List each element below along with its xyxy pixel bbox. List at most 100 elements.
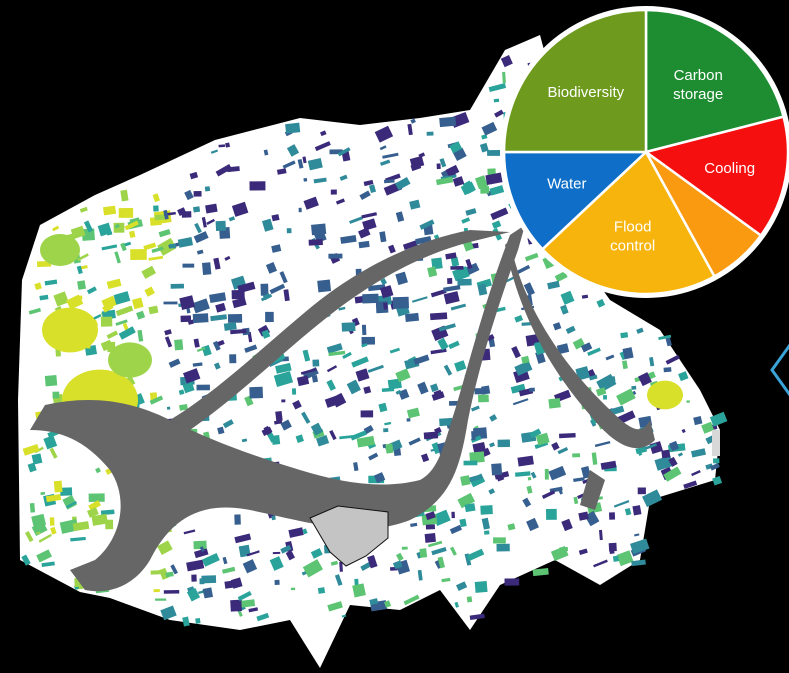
land-patch <box>136 310 146 320</box>
land-patch <box>560 290 575 305</box>
land-patch <box>489 414 498 422</box>
land-patch <box>480 186 490 194</box>
land-patch <box>493 98 500 103</box>
land-patch <box>358 240 370 249</box>
land-patch <box>361 343 368 348</box>
land-patch <box>301 411 311 424</box>
land-patch <box>362 218 377 231</box>
land-patch <box>473 427 488 440</box>
land-patch <box>351 356 369 368</box>
land-patch <box>326 379 336 391</box>
land-patch <box>410 162 422 172</box>
land-patch <box>106 278 122 289</box>
land-patch <box>272 551 281 555</box>
land-patch <box>591 452 598 465</box>
land-patch <box>395 389 402 395</box>
land-patch <box>457 492 476 509</box>
land-patch <box>551 442 560 451</box>
land-patch <box>205 203 218 214</box>
land-patch <box>320 130 327 137</box>
land-patch <box>317 587 326 594</box>
land-patch <box>165 571 174 578</box>
land-patch <box>504 578 520 586</box>
land-patch <box>466 548 485 562</box>
land-patch <box>613 500 630 508</box>
land-patch <box>174 339 184 351</box>
land-patch <box>430 288 447 298</box>
land-patch <box>196 347 206 353</box>
land-patch <box>383 428 389 433</box>
land-patch <box>512 398 529 406</box>
land-patch <box>580 342 593 353</box>
land-patch <box>214 362 221 370</box>
land-patch <box>280 419 292 431</box>
land-patch <box>683 480 698 490</box>
land-patch <box>218 144 226 148</box>
land-patch <box>522 497 532 508</box>
land-patch <box>514 314 524 323</box>
land-patch <box>179 404 188 411</box>
land-patch <box>44 279 58 286</box>
land-patch <box>431 442 442 455</box>
land-patch <box>622 347 634 360</box>
land-patch <box>153 205 159 212</box>
land-patch <box>192 362 203 367</box>
land-patch <box>158 228 171 238</box>
land-patch <box>232 297 247 309</box>
land-patch <box>189 171 199 180</box>
land-patch <box>464 503 476 513</box>
land-patch <box>210 149 219 154</box>
land-patch <box>53 480 63 493</box>
land-patch <box>457 278 472 286</box>
land-patch <box>101 244 118 251</box>
land-patch <box>411 296 428 303</box>
land-patch <box>363 424 374 435</box>
land-patch <box>459 518 467 528</box>
highlighted-area <box>309 505 389 567</box>
land-patch <box>337 147 351 157</box>
land-patch <box>471 405 480 412</box>
land-patch <box>436 163 441 170</box>
land-patch <box>118 207 134 218</box>
land-patch <box>387 244 396 254</box>
land-patch <box>170 283 185 289</box>
land-patch <box>163 589 180 594</box>
land-patch <box>450 256 460 267</box>
land-patch <box>182 382 195 394</box>
land-patch <box>338 306 346 311</box>
land-patch <box>263 425 272 436</box>
land-patch <box>302 156 307 164</box>
pie-label-biodiversity: Biodiversity <box>547 84 624 101</box>
land-patch <box>311 374 319 383</box>
land-patch <box>595 387 607 397</box>
land-patch <box>231 201 249 217</box>
land-patch <box>469 613 485 620</box>
land-patch <box>544 468 549 480</box>
land-patch <box>342 351 352 360</box>
land-patch <box>124 220 139 231</box>
land-patch <box>242 559 258 574</box>
land-patch <box>29 503 36 513</box>
land-patch <box>244 395 254 407</box>
land-patch <box>631 559 646 567</box>
land-patch <box>217 426 225 435</box>
land-patch <box>229 354 237 364</box>
land-patch <box>201 216 207 228</box>
land-patch <box>70 536 86 542</box>
land-patch <box>193 206 201 213</box>
land-patch <box>379 231 387 243</box>
land-patch <box>496 543 510 552</box>
land-patch <box>114 251 121 264</box>
land-patch <box>352 583 366 598</box>
land-patch <box>39 294 49 301</box>
land-patch <box>52 391 60 399</box>
land-patch <box>115 305 134 317</box>
land-patch <box>271 435 281 445</box>
land-patch <box>409 199 421 210</box>
land-patch <box>491 463 503 476</box>
land-patch <box>561 518 573 532</box>
land-patch <box>665 354 680 365</box>
land-patch <box>438 323 456 332</box>
land-patch <box>196 249 204 255</box>
